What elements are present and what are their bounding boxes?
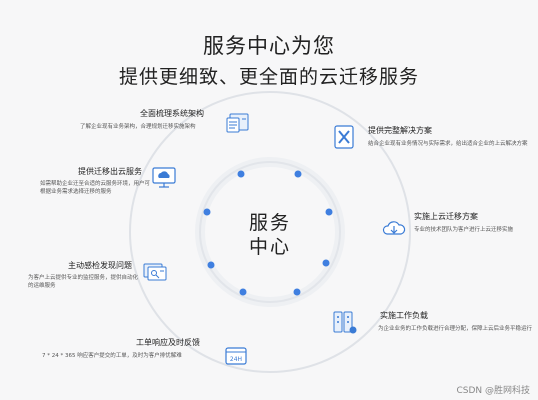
- orbit-dot: [237, 170, 245, 178]
- item-implement-desc: 专业的技术团队为客户进行上云迁移实施: [414, 227, 514, 233]
- servers-icon: [333, 311, 357, 334]
- item-solution-desc: 结合企业现有业务情况与实际需求，给出适合企业的上云解决方案: [368, 141, 528, 147]
- orbit-dot: [322, 259, 330, 267]
- orbit-dot: [239, 288, 247, 296]
- item-detect-title: 主动感检发现问题: [68, 261, 132, 270]
- item-architecture-desc: 了解企业现有业务架构，合理规划迁移实施架构: [80, 124, 196, 130]
- architecture-icon: [226, 113, 249, 133]
- item-ticket-title: 工单响应及时反馈: [136, 338, 200, 347]
- item-solution-title: 提供完整解决方案: [368, 126, 432, 135]
- orbit-dots: [203, 170, 333, 296]
- orbit-dot: [294, 170, 302, 178]
- svg-text:24H: 24H: [230, 356, 242, 363]
- cloud-download-icon: [382, 221, 406, 235]
- item-implement-title: 实施上云迁移方案: [414, 212, 478, 221]
- item-exit-desc: 如需帮助企业迁至合适的云服务环境，用户可根据业务需求选择迁移的服务: [40, 181, 151, 195]
- monitor-check-icon: [143, 263, 167, 281]
- orbit-dot: [207, 261, 215, 269]
- cloud-monitor-icon: [152, 167, 176, 188]
- item-ticket-desc: 7 * 24 * 365 响应客户提交的工单，及时为客户排忧解难: [42, 353, 182, 359]
- item-workload-desc: 为企业业务的工作负载进行合理分配，保障上云后业务平稳运行: [378, 326, 533, 332]
- item-architecture-title: 全面梳理系统架构: [140, 109, 204, 118]
- outer-ring: [129, 91, 411, 373]
- center-label: 服务 中心: [232, 211, 308, 259]
- item-workload-title: 实施工作负载: [380, 311, 428, 320]
- orbit-dot: [325, 208, 333, 216]
- 24h-icon: 24H: [225, 347, 247, 365]
- orbit-dot: [203, 208, 211, 216]
- center-line2: 中心: [248, 236, 291, 258]
- item-exit-title: 提供迁移出云服务: [78, 167, 142, 176]
- watermark: CSDN @胜网科技: [456, 386, 530, 396]
- center-line1: 服务: [248, 212, 291, 234]
- tools-icon: [334, 125, 354, 149]
- item-detect-desc: 为客户上云提供专业的监控服务，提供自动化的运维服务: [28, 275, 139, 289]
- inner-ring: [199, 161, 341, 303]
- orbit-dot: [293, 288, 301, 296]
- page-title: 服务中心为您: [203, 34, 335, 58]
- page-subtitle: 提供更细致、更全面的云迁移服务: [118, 66, 419, 88]
